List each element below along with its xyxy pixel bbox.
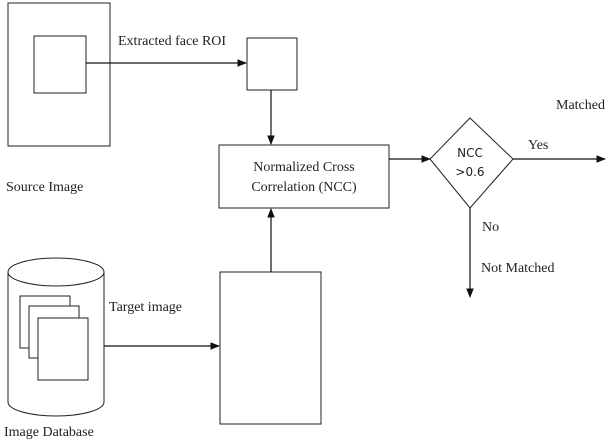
ncc-label-line1: Normalized Cross (253, 160, 354, 175)
extracted-roi-label: Extracted face ROI (118, 34, 226, 49)
target-image-label: Target image (109, 300, 182, 315)
matched-label: Matched (556, 98, 605, 113)
no-label: No (482, 220, 499, 235)
yes-label: Yes (528, 138, 548, 153)
ncc-process-box (218, 144, 390, 209)
source-face-roi-box (33, 35, 87, 94)
not-matched-label: Not Matched (481, 261, 554, 276)
decision-label-line1: NCC (457, 146, 483, 160)
ncc-label-line2: Correlation (NCC) (251, 180, 357, 195)
source-image-label: Source Image (6, 180, 83, 195)
database-image-front (37, 317, 89, 381)
decision-diamond (429, 117, 514, 209)
image-database-label: Image Database (4, 425, 94, 440)
target-image-box (219, 271, 322, 425)
extracted-face-box (246, 37, 298, 91)
decision-label-line2: >0.6 (455, 165, 484, 179)
